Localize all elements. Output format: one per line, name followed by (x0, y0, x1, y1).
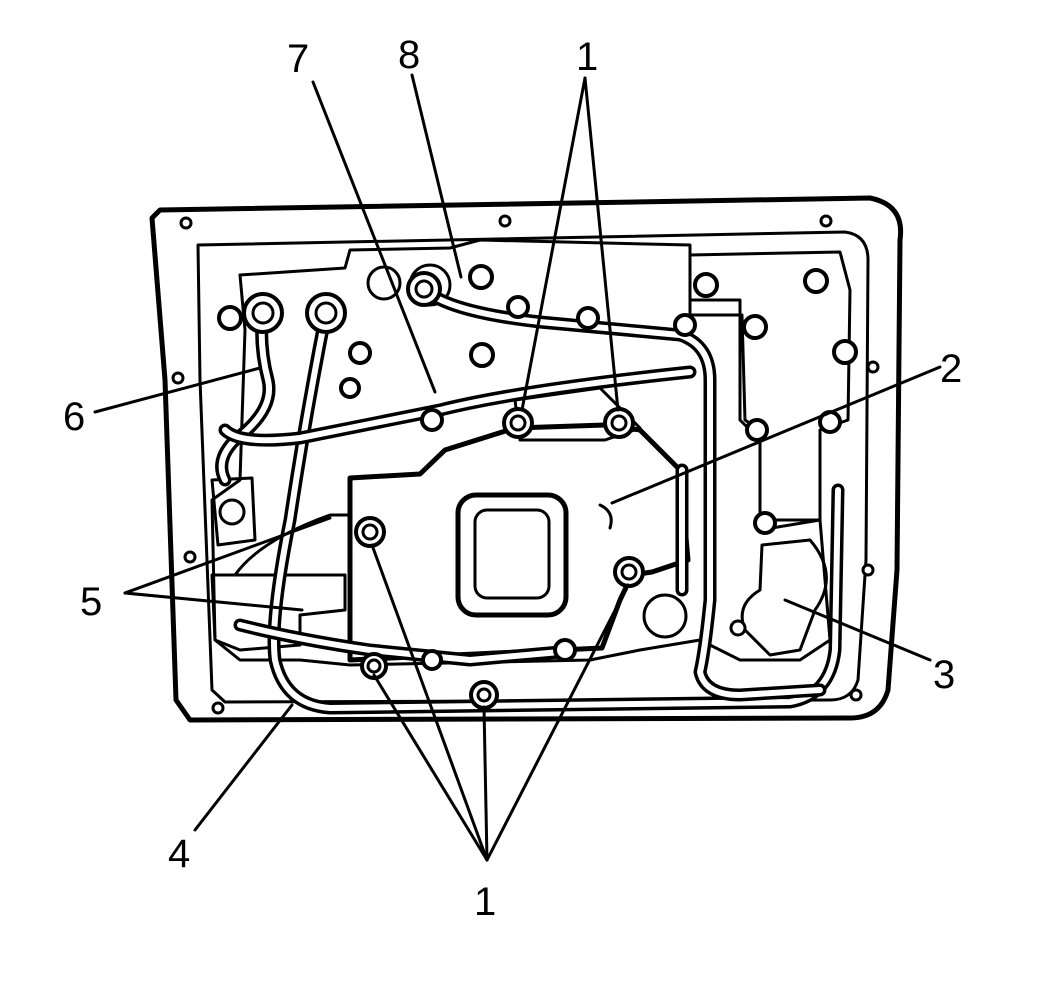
pipe-fitting (314, 301, 338, 325)
pipe-5-upper (233, 513, 352, 577)
filter-opening (642, 593, 688, 639)
case-hole (183, 550, 197, 564)
valve-body-bolts (217, 264, 858, 671)
pipe-7-inner (222, 369, 693, 444)
callout-8: 8 (398, 33, 420, 77)
callout-1-bottom: 1 (474, 880, 496, 924)
pipe-6-inner (218, 315, 272, 483)
case-inner-outline (196, 230, 870, 704)
filter-cover-window-inner (473, 508, 551, 600)
callout-6: 6 (63, 395, 85, 439)
casting-boss (366, 265, 402, 301)
callout-5: 5 (80, 580, 102, 624)
case-hole (849, 688, 863, 702)
case-hole (861, 563, 875, 577)
accumulator-housing (688, 250, 852, 532)
cover-boss-mark (598, 503, 613, 530)
valve-body-casting (210, 238, 832, 667)
pipe-fitting (251, 301, 275, 325)
left-lower-casting (210, 573, 347, 652)
callout-4: 4 (168, 832, 190, 876)
filter-screen-housing (740, 538, 828, 657)
callout-2: 2 (940, 347, 962, 391)
bracket-bolt-hole (218, 498, 246, 526)
leader-lines (93, 73, 942, 862)
filter-opening (729, 619, 747, 637)
case-hole (211, 701, 225, 715)
case-hole (866, 360, 880, 374)
callout-3: 3 (933, 653, 955, 697)
pipe-fitting (414, 279, 434, 299)
left-lower-bracket (210, 476, 257, 547)
case-hole (179, 216, 193, 230)
callout-7: 7 (287, 37, 309, 81)
pipe-5-lower-inner (237, 622, 563, 663)
case-hole (819, 214, 833, 228)
case-hole (171, 371, 185, 385)
pipe-8-inner (422, 287, 823, 698)
case-hole (498, 214, 512, 228)
callout-1-top: 1 (576, 35, 598, 79)
filter-cover-window-outer (455, 492, 569, 618)
case-outer-outline (149, 195, 904, 723)
